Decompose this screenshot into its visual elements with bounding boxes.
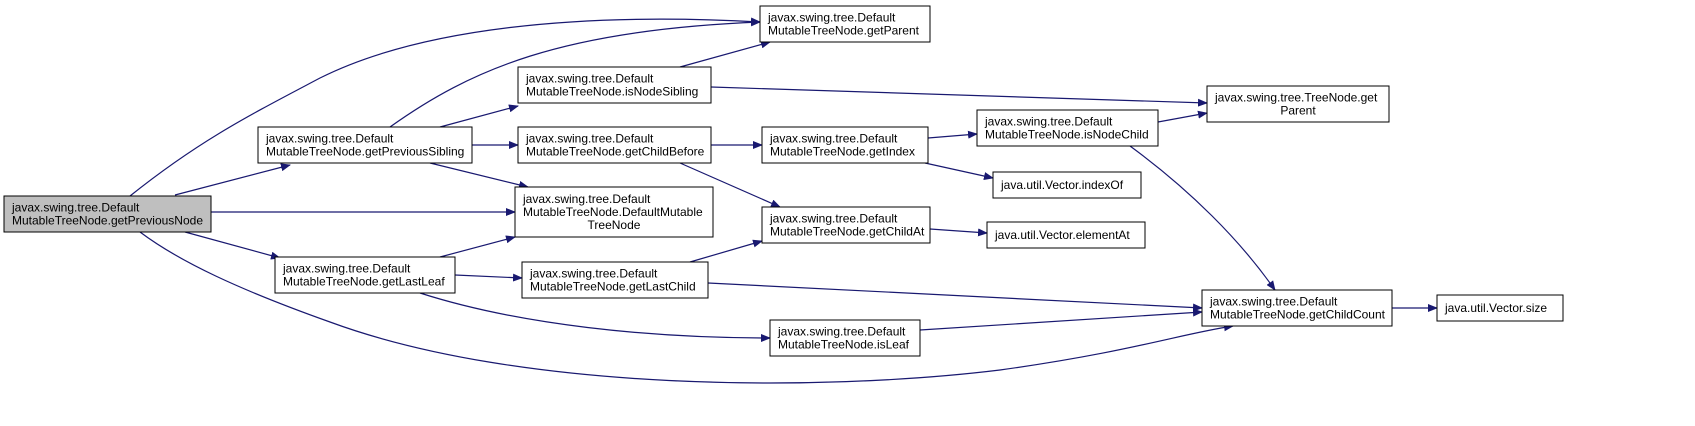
- node-label-getChildBefore-line-1: MutableTreeNode.getChildBefore: [526, 145, 705, 159]
- node-label-isNodeChild-line-1: MutableTreeNode.isNodeChild: [985, 128, 1149, 142]
- node-label-getChildCount-line-1: MutableTreeNode.getChildCount: [1210, 308, 1386, 322]
- node-isNodeChild[interactable]: javax.swing.tree.DefaultMutableTreeNode.…: [976, 109, 1159, 147]
- node-box-getLastLeaf: [274, 256, 456, 294]
- node-getLastChild[interactable]: javax.swing.tree.DefaultMutableTreeNode.…: [521, 261, 709, 299]
- node-getPreviousNode[interactable]: javax.swing.tree.DefaultMutableTreeNode.…: [3, 195, 212, 233]
- node-label-getParent-line-1: MutableTreeNode.getParent: [768, 24, 920, 38]
- node-box-getChildBefore: [517, 126, 712, 164]
- node-treeNodeGetParent[interactable]: javax.swing.tree.TreeNode.getParent: [1206, 85, 1390, 123]
- node-label-getIndex-line-0: javax.swing.tree.Default: [769, 132, 898, 146]
- node-box-isNodeChild: [976, 109, 1159, 147]
- edge-isNodeSibling-to-getParent: [679, 40, 771, 68]
- node-box-elementAt: [986, 221, 1146, 249]
- node-box-isNodeSibling: [517, 66, 712, 104]
- node-box-getParent: [759, 5, 931, 43]
- node-box-treeNodeGetParent: [1206, 85, 1390, 123]
- node-elementAt[interactable]: java.util.Vector.elementAt: [986, 221, 1146, 249]
- node-getChildAt[interactable]: javax.swing.tree.DefaultMutableTreeNode.…: [761, 206, 931, 244]
- node-label-ctor-line-0: javax.swing.tree.Default: [522, 192, 651, 206]
- node-box-getPreviousNode: [3, 195, 212, 233]
- node-label-isLeaf-line-0: javax.swing.tree.Default: [777, 325, 906, 339]
- node-label-getLastLeaf-line-0: javax.swing.tree.Default: [282, 262, 411, 276]
- node-getParent[interactable]: javax.swing.tree.DefaultMutableTreeNode.…: [759, 5, 931, 43]
- edge-getPreviousSibling-to-ctor: [429, 162, 529, 189]
- node-label-elementAt-line-0: java.util.Vector.elementAt: [994, 228, 1130, 242]
- node-box-getChildCount: [1201, 289, 1393, 327]
- node-label-getChildCount-line-0: javax.swing.tree.Default: [1209, 295, 1338, 309]
- edge-isNodeChild-to-getChildCount: [1129, 145, 1276, 291]
- node-box-isLeaf: [769, 319, 921, 357]
- node-label-getParent-line-0: javax.swing.tree.Default: [767, 11, 896, 25]
- node-box-getChildAt: [761, 206, 931, 244]
- node-getPreviousSibling[interactable]: javax.swing.tree.DefaultMutableTreeNode.…: [257, 126, 473, 164]
- edge-getLastChild-to-getChildAt: [689, 239, 763, 263]
- edge-getPreviousSibling-to-getParent: [389, 18, 761, 128]
- node-box-indexOf: [992, 171, 1142, 199]
- node-getLastLeaf[interactable]: javax.swing.tree.DefaultMutableTreeNode.…: [274, 256, 456, 294]
- node-label-isLeaf-line-1: MutableTreeNode.isLeaf: [778, 338, 910, 352]
- node-label-indexOf-line-0: java.util.Vector.indexOf: [1000, 178, 1124, 192]
- node-label-ctor-line-2: TreeNode: [588, 218, 641, 232]
- edge-getLastLeaf-to-ctor: [439, 235, 516, 258]
- node-label-getChildAt-line-0: javax.swing.tree.Default: [769, 212, 898, 226]
- edges-layer: [129, 17, 1438, 384]
- node-box-getPreviousSibling: [257, 126, 473, 164]
- node-isNodeSibling[interactable]: javax.swing.tree.DefaultMutableTreeNode.…: [517, 66, 712, 104]
- edge-isLeaf-to-getChildCount: [919, 308, 1203, 331]
- node-label-isNodeSibling-line-1: MutableTreeNode.isNodeSibling: [526, 85, 698, 99]
- node-label-ctor-line-1: MutableTreeNode.DefaultMutable: [523, 205, 703, 219]
- node-size[interactable]: java.util.Vector.size: [1436, 294, 1564, 322]
- node-label-size-line-0: java.util.Vector.size: [1444, 301, 1547, 315]
- edge-getIndex-to-indexOf: [924, 162, 994, 180]
- node-label-isNodeSibling-line-0: javax.swing.tree.Default: [525, 72, 654, 86]
- node-box-size: [1436, 294, 1564, 322]
- node-label-getPreviousSibling-line-0: javax.swing.tree.Default: [265, 132, 394, 146]
- edge-getPreviousNode-to-getParent: [129, 17, 761, 197]
- node-getIndex[interactable]: javax.swing.tree.DefaultMutableTreeNode.…: [761, 126, 929, 164]
- edge-getPreviousNode-to-getLastLeaf: [184, 231, 281, 260]
- node-getChildBefore[interactable]: javax.swing.tree.DefaultMutableTreeNode.…: [517, 126, 712, 164]
- edge-getLastLeaf-to-isLeaf: [419, 292, 771, 342]
- node-label-getLastChild-line-0: javax.swing.tree.Default: [529, 267, 658, 281]
- node-label-getChildBefore-line-0: javax.swing.tree.Default: [525, 132, 654, 146]
- node-getChildCount[interactable]: javax.swing.tree.DefaultMutableTreeNode.…: [1201, 289, 1393, 327]
- node-label-getChildAt-line-1: MutableTreeNode.getChildAt: [770, 225, 925, 239]
- node-box-getIndex: [761, 126, 929, 164]
- edge-getIndex-to-isNodeChild: [927, 130, 978, 139]
- node-label-treeNodeGetParent-line-1: Parent: [1280, 104, 1316, 118]
- node-label-getLastLeaf-line-1: MutableTreeNode.getLastLeaf: [283, 275, 445, 289]
- edge-isNodeChild-to-treeNodeGetParent: [1157, 110, 1208, 123]
- node-indexOf[interactable]: java.util.Vector.indexOf: [992, 171, 1142, 199]
- node-isLeaf[interactable]: javax.swing.tree.DefaultMutableTreeNode.…: [769, 319, 921, 357]
- node-box-ctor: [514, 186, 714, 238]
- edge-getPreviousNode-to-getPreviousSibling: [174, 163, 291, 196]
- edge-getLastLeaf-to-getLastChild: [454, 273, 523, 282]
- node-label-getIndex-line-1: MutableTreeNode.getIndex: [770, 145, 915, 159]
- node-label-getPreviousSibling-line-1: MutableTreeNode.getPreviousSibling: [266, 145, 464, 159]
- edge-isNodeSibling-to-treeNodeGetParent: [710, 86, 1208, 107]
- edge-getLastChild-to-getChildCount: [707, 282, 1203, 312]
- node-label-getPreviousNode-line-1: MutableTreeNode.getPreviousNode: [12, 214, 203, 228]
- node-ctor[interactable]: javax.swing.tree.DefaultMutableTreeNode.…: [514, 186, 714, 238]
- node-box-getLastChild: [521, 261, 709, 299]
- edge-getPreviousSibling-to-isNodeSibling: [439, 104, 519, 128]
- edge-getChildBefore-to-getChildAt: [679, 162, 781, 208]
- node-label-getPreviousNode-line-0: javax.swing.tree.Default: [11, 201, 140, 215]
- edge-getPreviousNode-to-getChildCount: [139, 231, 1234, 384]
- node-label-getLastChild-line-1: MutableTreeNode.getLastChild: [530, 280, 696, 294]
- node-label-isNodeChild-line-0: javax.swing.tree.Default: [984, 115, 1113, 129]
- nodes-layer: javax.swing.tree.DefaultMutableTreeNode.…: [3, 5, 1564, 357]
- edge-getChildAt-to-elementAt: [929, 228, 988, 237]
- node-label-treeNodeGetParent-line-0: javax.swing.tree.TreeNode.get: [1214, 91, 1378, 105]
